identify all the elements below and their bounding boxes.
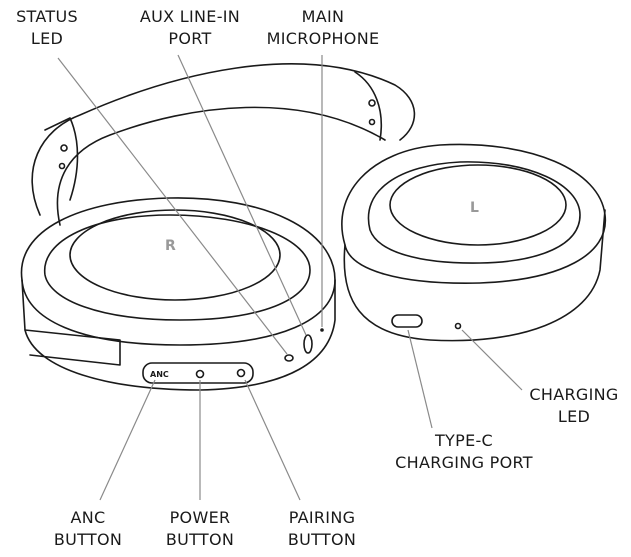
right-mark: R (165, 238, 176, 254)
left-earcup: L (341, 143, 607, 342)
status-led (284, 354, 294, 362)
anc-button-glyph[interactable]: ANC (150, 370, 169, 379)
aux-port (303, 334, 313, 354)
power-icon[interactable] (195, 369, 205, 379)
bluetooth-pairing-icon[interactable] (236, 368, 246, 378)
right-earcup: R ANC (20, 197, 336, 391)
left-mark: L (470, 200, 479, 216)
control-strip (142, 362, 254, 384)
headband (31, 63, 416, 216)
main-microphone (320, 328, 324, 332)
